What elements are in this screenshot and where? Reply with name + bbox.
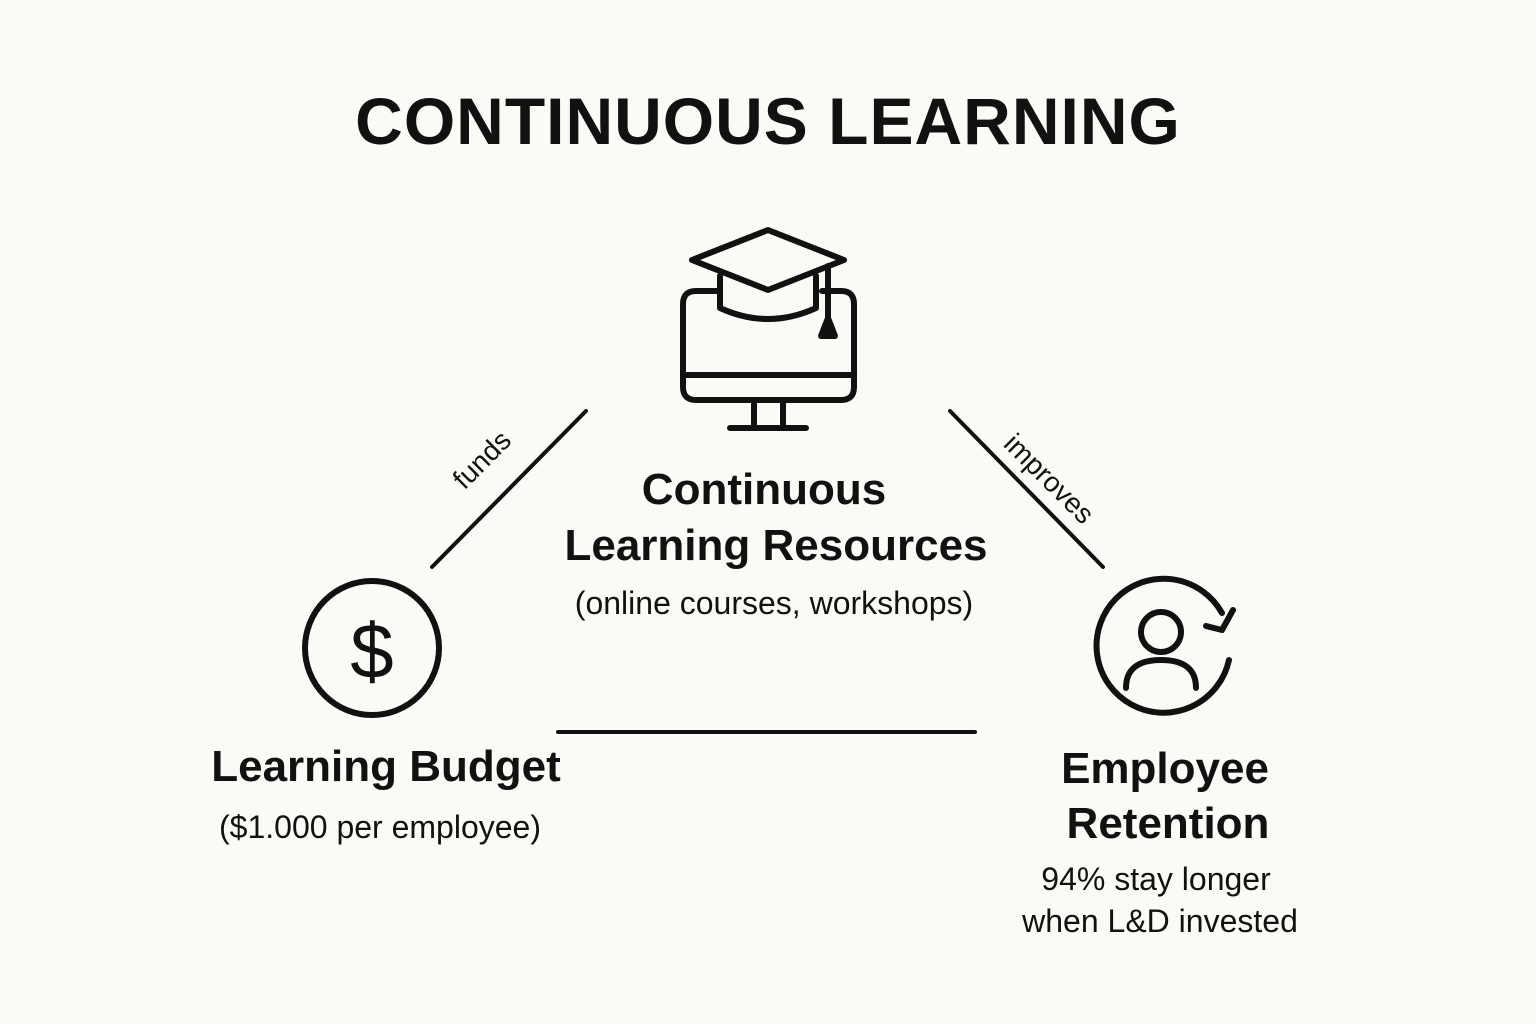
retention-title-line2: Retention	[1066, 799, 1270, 848]
dollar-circle-icon	[302, 578, 442, 718]
connector-improves	[948, 409, 1105, 569]
dollar-sign: $	[350, 607, 393, 695]
graduation-cap-monitor-icon	[680, 227, 857, 431]
budget-title: Learning Budget	[211, 742, 561, 791]
refresh-arrowhead	[1203, 607, 1236, 633]
retention-subtitle-line1: 94% stay longer	[1041, 861, 1271, 897]
refresh-arc	[1093, 575, 1232, 716]
person-body	[1123, 657, 1199, 691]
connector-funds	[430, 409, 588, 569]
resources-title-line2: Learning Resources	[564, 521, 988, 570]
resources-title-line1: Continuous	[641, 465, 887, 514]
cap-board	[689, 227, 847, 293]
resources-subtitle: (online courses, workshops)	[574, 585, 974, 621]
budget-subtitle: ($1.000 per employee)	[219, 809, 541, 845]
cap-crown	[717, 273, 819, 322]
person-head	[1138, 609, 1184, 655]
monitor-frame	[680, 288, 857, 403]
dollar-circle-ring	[302, 578, 442, 718]
person-refresh-icon	[1093, 575, 1236, 716]
retention-subtitle-line2: when L&D invested	[1022, 903, 1298, 939]
cap-tassel	[818, 315, 838, 339]
retention-title-line1: Employee	[1061, 744, 1269, 793]
diagram-title: CONTINUOUS LEARNING	[355, 84, 1181, 158]
